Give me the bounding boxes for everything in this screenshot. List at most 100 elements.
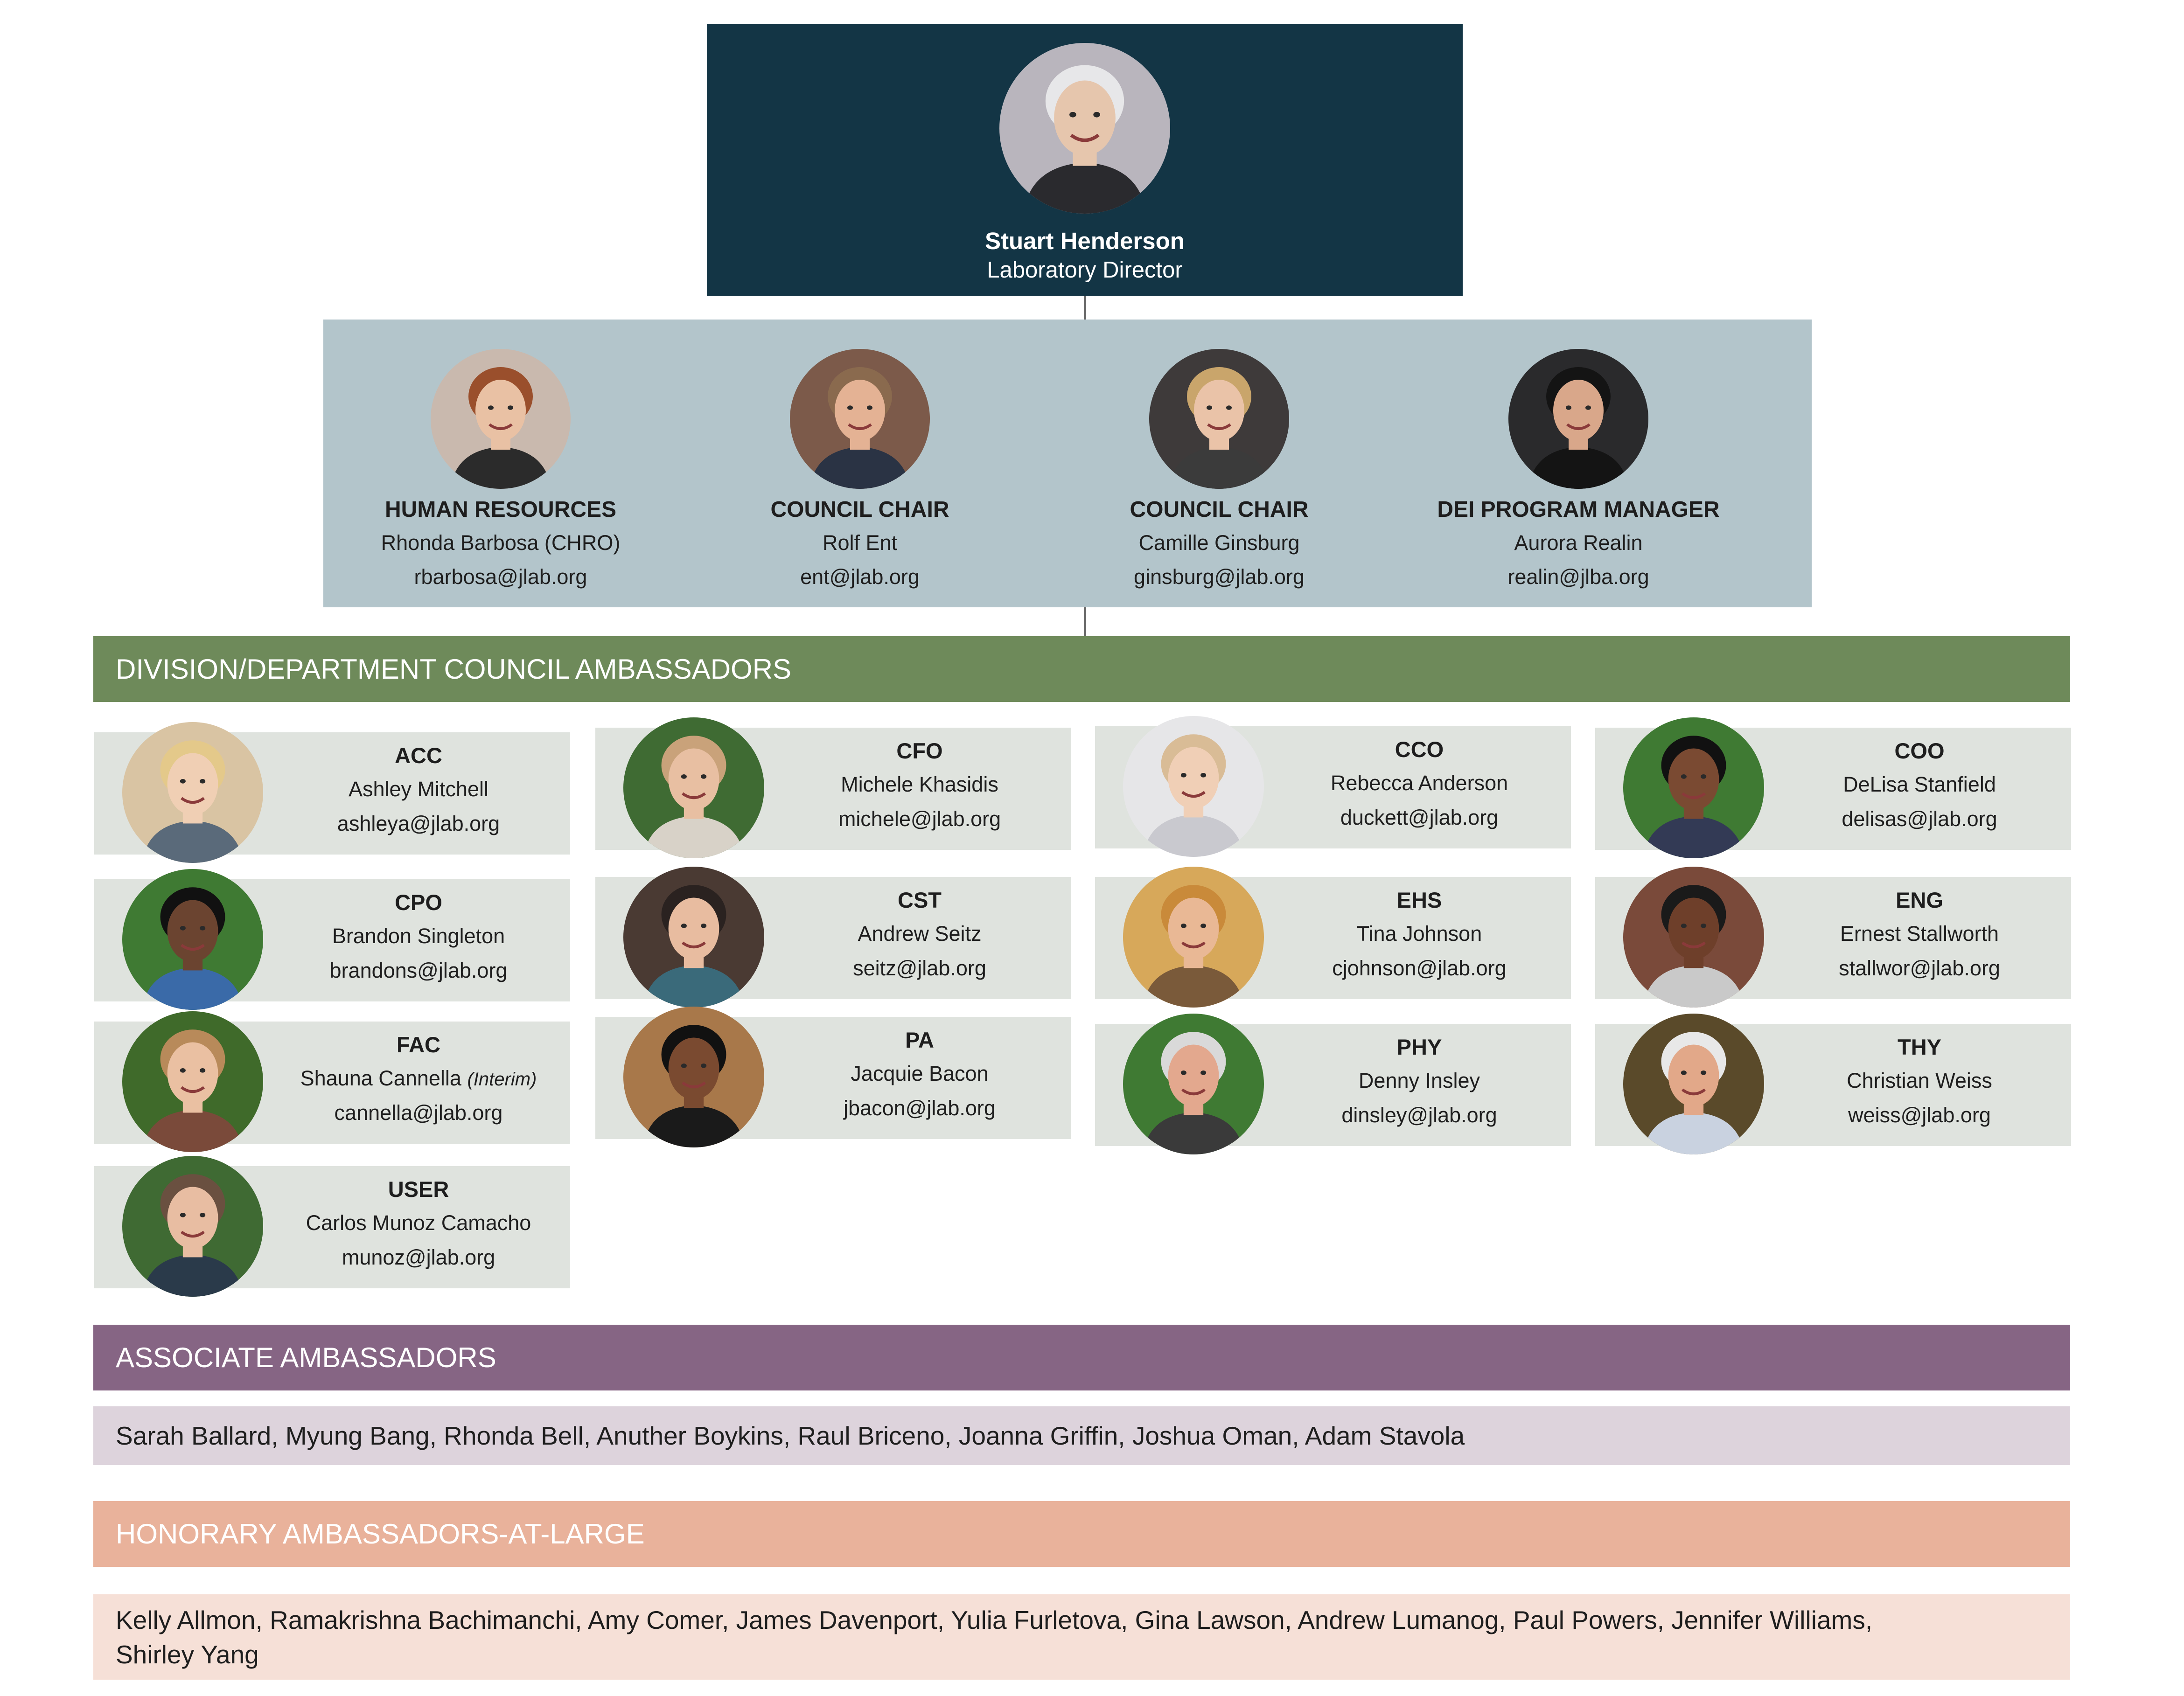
ambassador-name: Jacquie Bacon <box>851 1062 989 1085</box>
honorary-names-line-2: Shirley Yang <box>116 1640 259 1669</box>
ambassador-email: brandons@jlab.org <box>329 959 508 982</box>
ambassador-name: Ashley Mitchell <box>348 777 489 801</box>
ambassador-code: CCO <box>1395 737 1444 762</box>
ambassador-email: cannella@jlab.org <box>334 1101 503 1125</box>
ambassador-photo <box>1123 867 1264 1008</box>
director-box: Stuart Henderson Laboratory Director <box>707 24 1463 296</box>
ambassador-email: jbacon@jlab.org <box>844 1096 996 1120</box>
ambassador-photo <box>1123 1014 1264 1154</box>
ambassador-card-eng: ENG Ernest Stallworth stallwor@jlab.org <box>1595 867 2071 1008</box>
ambassador-code: PHY <box>1396 1035 1442 1059</box>
leader-photo <box>790 349 930 489</box>
ambassador-note: (Interim) <box>467 1069 537 1090</box>
ambassador-email: delisas@jlab.org <box>1842 807 1997 831</box>
ambassador-photo <box>122 869 263 1010</box>
ambassador-card-thy: THY Christian Weiss weiss@jlab.org <box>1595 1014 2071 1154</box>
leader-name: Rolf Ent <box>822 531 898 555</box>
ambassador-card-user: USER Carlos Munoz Camacho munoz@jlab.org <box>94 1156 570 1297</box>
ambassador-email: michele@jlab.org <box>838 807 1001 831</box>
division-ambassadors-header: DIVISION/DEPARTMENT COUNCIL AMBASSADORS <box>93 636 2070 702</box>
ambassador-email: duckett@jlab.org <box>1340 806 1499 829</box>
ambassador-code: CPO <box>395 890 442 915</box>
ambassador-code: PA <box>905 1028 934 1052</box>
ambassador-photo <box>623 1007 764 1147</box>
leader-human-resources: HUMAN RESOURCES Rhonda Barbosa (CHRO) rb… <box>323 320 678 607</box>
ambassador-code: EHS <box>1396 888 1442 912</box>
leader-name: Camille Ginsburg <box>1138 531 1300 555</box>
leader-email: rbarbosa@jlab.org <box>414 565 587 589</box>
leader-council-chair-2: COUNCIL CHAIR Camille Ginsburg ginsburg@… <box>1042 320 1396 607</box>
ambassador-code: CST <box>898 888 942 912</box>
associate-ambassadors-list: Sarah Ballard, Myung Bang, Rhonda Bell, … <box>93 1406 2070 1465</box>
leader-role: DEI PROGRAM MANAGER <box>1437 497 1720 522</box>
ambassador-name: Christian Weiss <box>1847 1069 1992 1092</box>
ambassador-photo <box>122 722 263 863</box>
leader-email: ent@jlab.org <box>800 565 920 589</box>
ambassador-name: Andrew Seitz <box>858 922 982 945</box>
director-title: Laboratory Director <box>987 257 1183 283</box>
ambassador-photo <box>1623 717 1764 858</box>
leader-council-chair-1: COUNCIL CHAIR Rolf Ent ent@jlab.org <box>683 320 1037 607</box>
ambassador-card-cfo: CFO Michele Khasidis michele@jlab.org <box>595 717 1071 858</box>
ambassador-photo <box>623 717 764 858</box>
ambassador-name: Shauna Cannella <box>300 1066 461 1090</box>
connector-director-leaders <box>1084 296 1086 320</box>
honorary-ambassadors-list: Kelly Allmon, Ramakrishna Bachimanchi, A… <box>93 1594 2070 1680</box>
ambassador-code: COO <box>1894 738 1945 763</box>
ambassador-name: Tina Johnson <box>1356 922 1482 945</box>
leader-dei-program-manager: DEI PROGRAM MANAGER Aurora Realin realin… <box>1401 320 1756 607</box>
leader-role: COUNCIL CHAIR <box>1130 497 1309 522</box>
ambassador-email: ashleya@jlab.org <box>337 812 500 835</box>
ambassador-photo <box>122 1011 263 1152</box>
ambassador-code: FAC <box>397 1032 440 1057</box>
ambassador-card-coo: COO DeLisa Stanfield delisas@jlab.org <box>1595 717 2071 858</box>
ambassador-card-cco: CCO Rebecca Anderson duckett@jlab.org <box>1095 716 1571 857</box>
ambassador-name: Carlos Munoz Camacho <box>306 1211 531 1235</box>
ambassador-card-acc: ACC Ashley Mitchell ashleya@jlab.org <box>94 722 570 863</box>
ambassador-name: Denny Insley <box>1358 1069 1480 1092</box>
ambassador-name: Ernest Stallworth <box>1840 922 1999 945</box>
leader-name: Aurora Realin <box>1514 531 1643 555</box>
ambassador-card-pa: PA Jacquie Bacon jbacon@jlab.org <box>595 1007 1071 1147</box>
ambassador-code: CFO <box>896 738 943 763</box>
associate-ambassadors-header: ASSOCIATE AMBASSADORS <box>93 1325 2070 1390</box>
ambassador-photo <box>1623 1014 1764 1154</box>
leader-email: realin@jlba.org <box>1507 565 1649 589</box>
ambassador-code: THY <box>1898 1035 1941 1059</box>
leader-photo <box>431 349 571 489</box>
ambassador-name: DeLisa Stanfield <box>1843 772 1996 796</box>
ambassador-photo <box>623 867 764 1008</box>
honorary-names-line-1: Kelly Allmon, Ramakrishna Bachimanchi, A… <box>116 1606 1873 1634</box>
leader-name: Rhonda Barbosa (CHRO) <box>381 531 621 555</box>
ambassador-photo <box>122 1156 263 1297</box>
ambassador-email: weiss@jlab.org <box>1848 1103 1991 1127</box>
ambassador-name: Rebecca Anderson <box>1330 771 1508 795</box>
ambassador-photo <box>1123 716 1264 857</box>
ambassador-card-phy: PHY Denny Insley dinsley@jlab.org <box>1095 1014 1571 1154</box>
connector-leaders-division <box>1084 607 1086 636</box>
honorary-ambassadors-header: HONORARY AMBASSADORS-AT-LARGE <box>93 1501 2070 1567</box>
director-name: Stuart Henderson <box>985 228 1185 254</box>
ambassador-email: cjohnson@jlab.org <box>1332 956 1507 980</box>
ambassador-card-fac: FAC Shauna Cannella (Interim) cannella@j… <box>94 1011 570 1152</box>
ambassador-card-cpo: CPO Brandon Singleton brandons@jlab.org <box>94 869 570 1010</box>
ambassador-email: dinsley@jlab.org <box>1341 1103 1497 1127</box>
ambassador-name: Brandon Singleton <box>332 924 505 948</box>
leader-email: ginsburg@jlab.org <box>1134 565 1305 589</box>
ambassador-photo <box>1623 867 1764 1008</box>
ambassador-name: Michele Khasidis <box>841 772 998 796</box>
leader-photo <box>1149 349 1289 489</box>
ambassador-code: USER <box>388 1177 449 1202</box>
leadership-band: HUMAN RESOURCES Rhonda Barbosa (CHRO) rb… <box>323 320 1812 607</box>
ambassador-email: munoz@jlab.org <box>342 1245 495 1269</box>
leader-photo <box>1508 349 1648 489</box>
ambassador-name-line: Shauna Cannella (Interim) <box>281 1066 556 1091</box>
ambassador-code: ENG <box>1896 888 1943 912</box>
ambassador-card-ehs: EHS Tina Johnson cjohnson@jlab.org <box>1095 867 1571 1008</box>
ambassador-code: ACC <box>395 743 442 768</box>
director-photo <box>999 43 1170 214</box>
leader-role: COUNCIL CHAIR <box>770 497 949 522</box>
ambassador-card-cst: CST Andrew Seitz seitz@jlab.org <box>595 867 1071 1008</box>
ambassador-email: stallwor@jlab.org <box>1839 956 2000 980</box>
ambassador-email: seitz@jlab.org <box>853 956 986 980</box>
